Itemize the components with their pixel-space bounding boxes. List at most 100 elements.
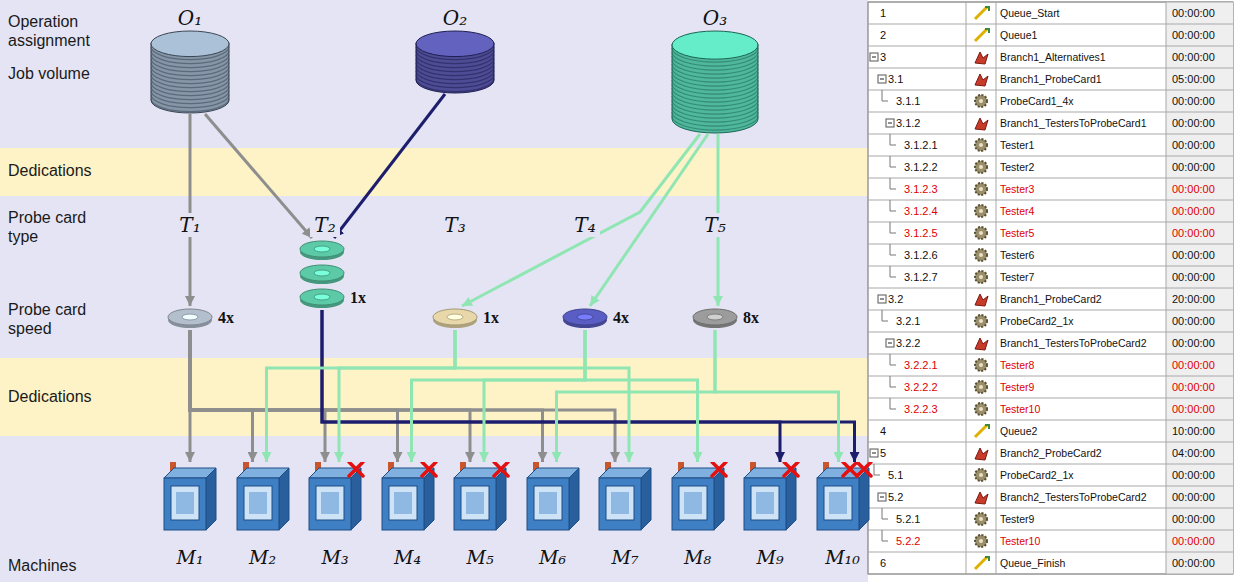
stack-stripe [151,59,229,72]
stack-stripe [416,59,494,72]
speed-label: 8x [740,306,759,330]
row-icon [975,513,987,525]
card-hub [707,314,723,320]
branch-icon [975,74,988,86]
machine-window [534,486,562,520]
table-cell: Tester2 [1000,156,1034,178]
flow-connector [590,134,708,306]
stack-stripe [151,91,229,104]
machine-icon [813,462,873,532]
machine-window [751,486,779,520]
job-stack [671,30,759,134]
branch-icon [975,294,988,306]
branch-icon [975,338,988,350]
stack-stripe [672,72,758,86]
table-cell: Queue_Start [1000,2,1060,24]
row-icon [975,359,987,371]
flow-connector [205,114,312,238]
table-cell: Queue_Finish [1000,552,1065,574]
probe-card: 8x [690,306,759,330]
tree-line [890,178,896,189]
table-cell: Branch1_ProbeCard1 [1000,68,1102,90]
stack-stripe [416,71,494,84]
table-cell: 5.1 [888,464,903,486]
machine-icon [740,462,800,532]
row-icon [975,448,988,460]
machine: M₇ [593,462,657,568]
machine: M₈ [666,462,730,568]
row-rule [868,376,1233,377]
machine-side [351,468,361,530]
row-icon [975,183,987,195]
machine-side [859,468,869,530]
row-rule [868,90,1233,91]
exclusion-mark [712,462,726,476]
stack-stripe [672,80,758,94]
table-cell: Tester9 [1000,508,1034,530]
machine: M₄ [376,462,440,568]
flow-connector [190,330,253,462]
row-rule [868,68,1233,69]
table-cell: 00:00:00 [1172,90,1215,112]
machine-icon [450,462,510,532]
machine-inner [394,492,412,514]
gear-icon [975,513,987,525]
row-icon [975,403,987,415]
table-cell: Branch1_ProbeCard2 [1000,288,1102,310]
table-cell: 04:00:00 [1172,442,1215,464]
table-cell: Tester1 [1000,134,1034,156]
table-cell: Queue1 [1000,24,1037,46]
gear-icon [979,539,983,543]
table-cell: Branch2_TestersToProbeCard2 [1000,486,1147,508]
gear-icon [979,209,983,213]
queue-icon [975,29,987,41]
table-cell: 3.2.2.3 [904,398,938,420]
machine-front [817,478,859,530]
table-cell: 6 [880,552,886,574]
stack-stripe [151,99,229,112]
stack-stripe [672,88,758,102]
row-rule [868,112,1233,113]
table-cell: 00:00:00 [1172,200,1215,222]
machine: M₃ [303,462,367,568]
stack-stripe [416,63,494,76]
job-volume: O₂ [415,6,495,94]
stack-stripe [672,116,758,130]
card-face [168,309,212,325]
row-icon [975,29,989,41]
table-cell: 3.1.2.4 [904,200,938,222]
row-rule [868,508,1233,509]
row-icon [975,52,988,64]
gear-icon [979,187,983,191]
stack-stripe [672,64,758,78]
table-cell: Tester9 [1000,376,1034,398]
gear-icon [979,231,983,235]
table-cell: Queue2 [1000,420,1037,442]
table-cell: 00:00:00 [1172,46,1215,68]
machine-front [454,478,496,530]
machine-window [824,486,852,520]
table-cell: 00:00:00 [1172,310,1215,332]
operation-label: O₂ [443,6,467,30]
row-icon [975,469,987,481]
table-cell: 00:00:00 [1172,486,1215,508]
gear-icon [979,473,983,477]
row-icon [975,557,989,569]
card-type-label: T₂ [310,213,339,237]
table-grid [868,2,1233,574]
row-rule [868,464,1233,465]
machine: M₆ [521,462,585,568]
gear-icon [975,183,987,195]
machine-inner [829,492,847,514]
row-icon [975,139,987,151]
expand-box [878,295,886,303]
row-rule [868,288,1233,289]
card-type-label: T₅ [700,213,729,237]
machine-icon [160,462,220,532]
job-volume: O₁ [150,6,230,114]
stack-stripe [672,84,758,98]
gear-icon [975,315,987,327]
row-label: Probe card type [8,208,108,246]
gear-icon [979,319,983,323]
card-disk [690,306,740,330]
